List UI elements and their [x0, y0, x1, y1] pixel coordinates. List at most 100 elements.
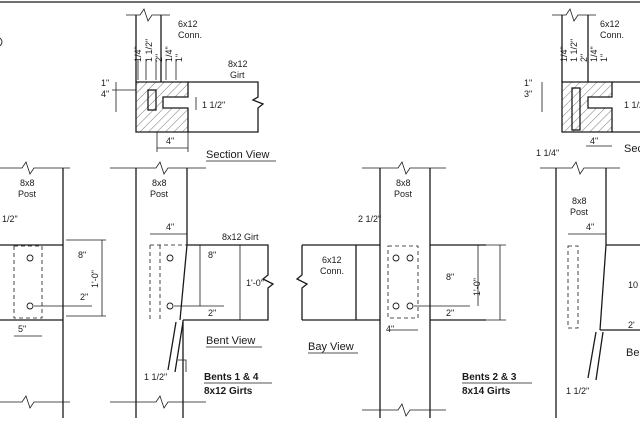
bent2-title-line2: 8x12 Girts	[204, 386, 253, 397]
bent1-post-label2: Post	[18, 189, 37, 199]
bent3-peg-hole-3	[392, 302, 400, 310]
bent2-break-top	[110, 161, 206, 175]
section2-top-dim-3: 2"	[579, 54, 589, 62]
bent2-tenon-outline	[149, 244, 187, 320]
bay-connector	[295, 244, 356, 321]
bent2-dim-1ft: 1'-0"	[246, 278, 264, 288]
bent2-girt	[183, 244, 275, 321]
bent-view-3: 8x8 Post 2 1/2" 8" 1'-0" 2" 4" Bents 2 &…	[356, 161, 532, 418]
bent4-dim-4: 4"	[586, 222, 594, 232]
section1-conn-label: 6x12	[178, 19, 198, 29]
bent3-break-bottom	[362, 403, 446, 417]
bent3-dim-1ft: 1'-0"	[472, 278, 482, 296]
section2-girt	[612, 81, 640, 133]
bent3-break-top	[362, 161, 446, 175]
bent1-dim-2: 2"	[80, 292, 88, 302]
bent3-dim-2: 2"	[446, 308, 454, 318]
bent1-tenon-outline	[13, 245, 43, 319]
section1-conn-label2: Conn.	[178, 30, 202, 40]
section1-top-dim-1: 1/4"	[133, 46, 143, 62]
bent4-brace	[587, 331, 604, 381]
section2-conn-label2: Conn.	[600, 30, 624, 40]
bent2-brace	[167, 321, 184, 373]
bent1-peg-hole-top	[26, 254, 34, 262]
bent3-dim-25: 2 1/2"	[358, 214, 381, 224]
section2-connector-outline	[561, 15, 589, 82]
bent2-dim-15: 1 1/2"	[144, 372, 167, 382]
section2-top-dim-5: 1"	[599, 54, 609, 62]
bent3-post-label: 8x8	[396, 178, 411, 188]
bent3-post-label2: Post	[394, 189, 413, 199]
bent4-view-label: Be	[626, 347, 639, 359]
bent1-dim-5: 5"	[18, 324, 26, 334]
bent2-peg-hole-bottom	[166, 302, 174, 310]
bent1-break-bottom	[0, 395, 70, 409]
bent2-girt-shoulder	[179, 244, 188, 321]
bent4-post-label: 8x8	[572, 196, 587, 206]
bent4-girt-shoulder	[599, 244, 607, 331]
section1-bottom-dim: 4"	[166, 136, 174, 146]
bay-conn-label: 6x12	[322, 255, 342, 265]
bent1-break-top	[0, 161, 70, 175]
section1-top-dim-3: 2"	[154, 54, 164, 62]
bent3-tenon-outline	[387, 245, 419, 319]
bent2-dim-2: 2"	[208, 308, 216, 318]
bent4-break-top	[540, 161, 620, 175]
bent2-dim-8: 8"	[208, 250, 216, 260]
bay-conn-label2: Conn.	[320, 266, 344, 276]
section1-girt-label: 8x12	[228, 59, 248, 69]
section1-break-line	[126, 8, 170, 22]
section1-connector-outline	[135, 15, 162, 82]
bent4-dim-10: 10	[628, 280, 638, 290]
section2-conn-label: 6x12	[600, 19, 620, 29]
bent2-break-bottom	[110, 395, 206, 409]
section1-left-dim-1: 1"	[101, 78, 109, 88]
section2-break-line	[552, 8, 596, 22]
section1-girt-label2: Girt	[230, 70, 245, 80]
section2-mortise-slot	[571, 87, 581, 131]
section2-left-dim-1: 1"	[524, 78, 532, 88]
bent4-tenon-outline	[567, 245, 579, 329]
bent2-dim-4: 4"	[166, 222, 174, 232]
bent4-girt	[600, 244, 640, 331]
section1-mortise-slot	[147, 89, 157, 111]
bay-view: 6x12 Conn. Bay View	[295, 244, 358, 354]
bent4-post-label2: Post	[570, 207, 589, 217]
bent1-left-dim: 1/2"	[2, 214, 18, 224]
section1-right-dim: 1 1/2"	[202, 100, 225, 110]
bent3-peg-hole-2	[406, 254, 414, 262]
bent4-dim-2: 2'	[628, 320, 635, 330]
section2-view-label: Section	[624, 143, 640, 155]
section1-top-dim-2: 1 1/2"	[144, 39, 154, 62]
section2-top-dim-2: 1 1/2"	[569, 39, 579, 62]
bent1-dim-8: 8"	[78, 250, 86, 260]
section1-girt	[188, 81, 265, 133]
section2-hatched-body	[561, 81, 613, 133]
section2-top-dim-1: 1/4"	[559, 46, 569, 62]
bent1-peg-hole-bottom	[26, 302, 34, 310]
bent1-dim-1ft: 1'-0"	[90, 270, 100, 288]
bent3-dim-8: 8"	[446, 272, 454, 282]
left-edge-fragment	[0, 37, 3, 47]
section2-left-dim-2: 3"	[524, 89, 532, 99]
bent-view-1: 8x8 Post 1/2" 8" 1'-0" 2" 5"	[0, 161, 106, 418]
bent1-post-label: 8x8	[20, 178, 35, 188]
section1-top-dim-4: 1/4"	[164, 46, 174, 62]
bent3-connector-stub	[356, 244, 380, 321]
bent-view-2: 8x8 Post 4" 8x12 Girt 8" 1'-0" 2" 1 1/2"…	[110, 161, 275, 418]
bent2-girt-label: 8x12 Girt	[222, 232, 259, 242]
bent2-post-label: 8x8	[152, 178, 167, 188]
bent3-title-line1: Bents 2 & 3	[462, 372, 517, 383]
bent2-view-label: Bent View	[206, 335, 255, 347]
bent3-dim-4: 4"	[386, 324, 394, 334]
bent3-peg-hole-1	[392, 254, 400, 262]
bent2-post-label2: Post	[150, 189, 169, 199]
section1-view-label: Section View	[206, 149, 269, 161]
section2-right-dim: 1 1/2"	[624, 100, 640, 110]
section-view-1: 1/4" 1 1/2" 2" 1/4" 1" 6x12 Conn. 8x12 G…	[101, 8, 276, 162]
section2-bottom-left-dim: 1 1/4"	[536, 148, 559, 158]
section-view-2: 1/4" 1 1/2" 2" 1/4" 1" 6x12 Conn. 1" 3" …	[524, 8, 640, 158]
section1-top-dim-5: 1"	[174, 54, 184, 62]
section1-hatched-body	[135, 81, 189, 133]
